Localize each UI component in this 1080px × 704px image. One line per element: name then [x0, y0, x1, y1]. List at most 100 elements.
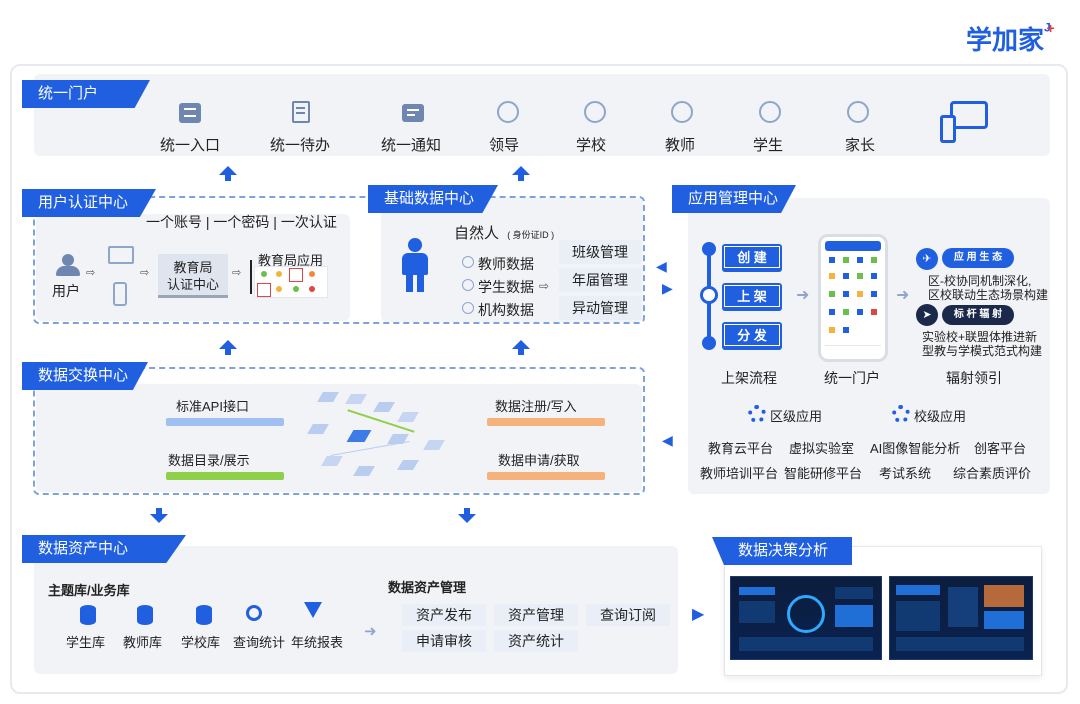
pc-icon	[108, 246, 134, 264]
change-mgmt-chip[interactable]: 异动管理	[559, 296, 641, 320]
user-group-icon	[54, 254, 82, 276]
phone-label: 统一门户	[824, 370, 880, 386]
teacher-data-label: 教师数据	[478, 256, 534, 272]
lib-item[interactable]: 年统报表	[291, 635, 344, 650]
auth-base-box	[33, 196, 645, 324]
app-item[interactable]: AI图像智能分析	[870, 441, 961, 456]
devices-icon	[940, 101, 990, 145]
eco-badge: 应 用 生 态	[942, 248, 1014, 268]
portal-item-parent[interactable]: 家长	[845, 137, 876, 154]
up-arrow-auth	[219, 166, 237, 181]
auth-center-box[interactable]: 教育局 认证中心	[158, 254, 228, 298]
create-button[interactable]: 创 建	[722, 244, 782, 272]
create-button-label: 创 建	[724, 246, 780, 268]
apply-bar	[487, 472, 605, 480]
app-item[interactable]: 教师培训平台	[700, 466, 779, 481]
todo-icon	[292, 101, 310, 123]
school-gear-icon	[892, 405, 910, 423]
notice-icon	[402, 104, 424, 122]
decision-tag: 数据决策分析	[712, 537, 852, 565]
portal-item-school[interactable]: 学校	[576, 137, 607, 154]
class-mgmt-chip[interactable]: 班级管理	[559, 240, 641, 264]
portal-item-teacher[interactable]: 教师	[665, 137, 696, 154]
app-item[interactable]: 虚拟实验室	[789, 441, 855, 456]
portal-item-entry[interactable]: 统一入口	[160, 137, 221, 154]
db-icon	[137, 605, 153, 625]
asset-mgmt-chip[interactable]: 资产发布	[402, 604, 486, 626]
phone-lock-icon	[113, 282, 127, 306]
base-tag: 基础数据中心	[368, 185, 498, 213]
up-arrow-base	[512, 166, 530, 181]
auth-center-line1: 教育局	[173, 260, 213, 275]
lead-badge: 标 杆 辐 射	[942, 305, 1014, 325]
lead-text-1: 实验校+联盟体推进新	[922, 330, 1038, 344]
down-arrow-asset-left	[150, 508, 168, 523]
flow-dot-mid	[700, 286, 718, 304]
person-note: ( 身份证ID )	[507, 230, 555, 240]
left-arrow-icon: ◀	[662, 432, 673, 448]
app-item[interactable]: 创客平台	[974, 441, 1027, 456]
app-item[interactable]: 智能研修平台	[784, 466, 863, 481]
catalog-label: 数据目录/展示	[168, 453, 250, 468]
publish-button[interactable]: 上 架	[722, 283, 782, 311]
lead-text-2: 型教与学模式范式构建	[922, 344, 1043, 358]
person-icon	[402, 238, 428, 292]
auth-user-label: 用户	[52, 283, 80, 299]
arrow-glyph: ⇨	[86, 267, 96, 279]
asset-mgmt-chip[interactable]: 申请审核	[402, 630, 486, 652]
school-apps-label: 校级应用	[914, 409, 967, 424]
right-arrow-icon: ▶	[662, 280, 673, 296]
brand-logo-plus: +	[1046, 20, 1055, 36]
leader-icon	[497, 101, 519, 123]
lib-item[interactable]: 学生库	[66, 635, 106, 650]
asset-mgmt-chip[interactable]: 资产管理	[494, 604, 578, 626]
data-network-illustration	[290, 382, 470, 488]
rocket-icon: ✈	[916, 248, 938, 270]
lib-item[interactable]: 教师库	[123, 635, 163, 650]
bracket-divider	[250, 260, 252, 294]
decision-arrow-icon: ▶	[692, 606, 705, 623]
portal-item-student[interactable]: 学生	[753, 137, 784, 154]
student-data-label: 学生数据	[478, 279, 534, 295]
person-name: 自然人	[454, 225, 500, 242]
distribute-button-label: 分 发	[724, 324, 780, 346]
portal-item-notice[interactable]: 统一通知	[381, 137, 442, 154]
portal-item-todo[interactable]: 统一待办	[270, 137, 331, 154]
parent-icon	[847, 101, 869, 123]
catalog-bar	[166, 472, 284, 480]
asset-mgmt-chip[interactable]: 资产统计	[494, 630, 578, 652]
asset-tag: 数据资产中心	[22, 535, 186, 563]
brand-logo-text: 学加家	[966, 25, 1045, 55]
auth-slogan: 一个账号 | 一个密码 | 一次认证	[146, 214, 337, 230]
asset-flow-arrow-icon: ➜	[364, 623, 377, 640]
flow-label: 上架流程	[721, 370, 777, 386]
person-label: 自然人 ( 身份证ID )	[454, 222, 554, 243]
up-arrow-exchange-right	[512, 340, 530, 355]
portal-item-leader[interactable]: 领导	[489, 137, 520, 154]
api-bar	[166, 418, 284, 426]
db-icon	[196, 605, 212, 625]
school-icon	[584, 101, 606, 123]
auth-app-label: 教育局应用	[258, 253, 324, 268]
report-funnel-icon	[304, 602, 322, 618]
lib-item[interactable]: 学校库	[181, 635, 221, 650]
grade-mgmt-chip[interactable]: 年届管理	[559, 268, 641, 292]
lib-item[interactable]: 查询统计	[233, 635, 286, 650]
student-data-icon	[462, 279, 474, 291]
teacher-icon	[671, 101, 693, 123]
lib-title: 主题库/业务库	[48, 583, 130, 598]
app-item[interactable]: 综合素质评价	[953, 466, 1032, 481]
publish-button-label: 上 架	[724, 285, 780, 307]
send-icon: ➤	[916, 304, 938, 326]
auth-center-line2: 认证中心	[166, 277, 219, 292]
asset-mgmt-chip[interactable]: 查询订阅	[586, 604, 670, 626]
flow-dot-top	[702, 242, 716, 256]
entry-icon	[179, 103, 201, 123]
arrow-glyph: ⇨	[539, 279, 550, 293]
app-center-tag: 应用管理中心	[672, 185, 796, 213]
distribute-button[interactable]: 分 发	[722, 322, 782, 350]
portal-tag: 统一门户	[22, 80, 150, 108]
app-item[interactable]: 考试系统	[879, 466, 932, 481]
app-item[interactable]: 教育云平台	[708, 441, 774, 456]
phone-mockup	[818, 234, 888, 362]
